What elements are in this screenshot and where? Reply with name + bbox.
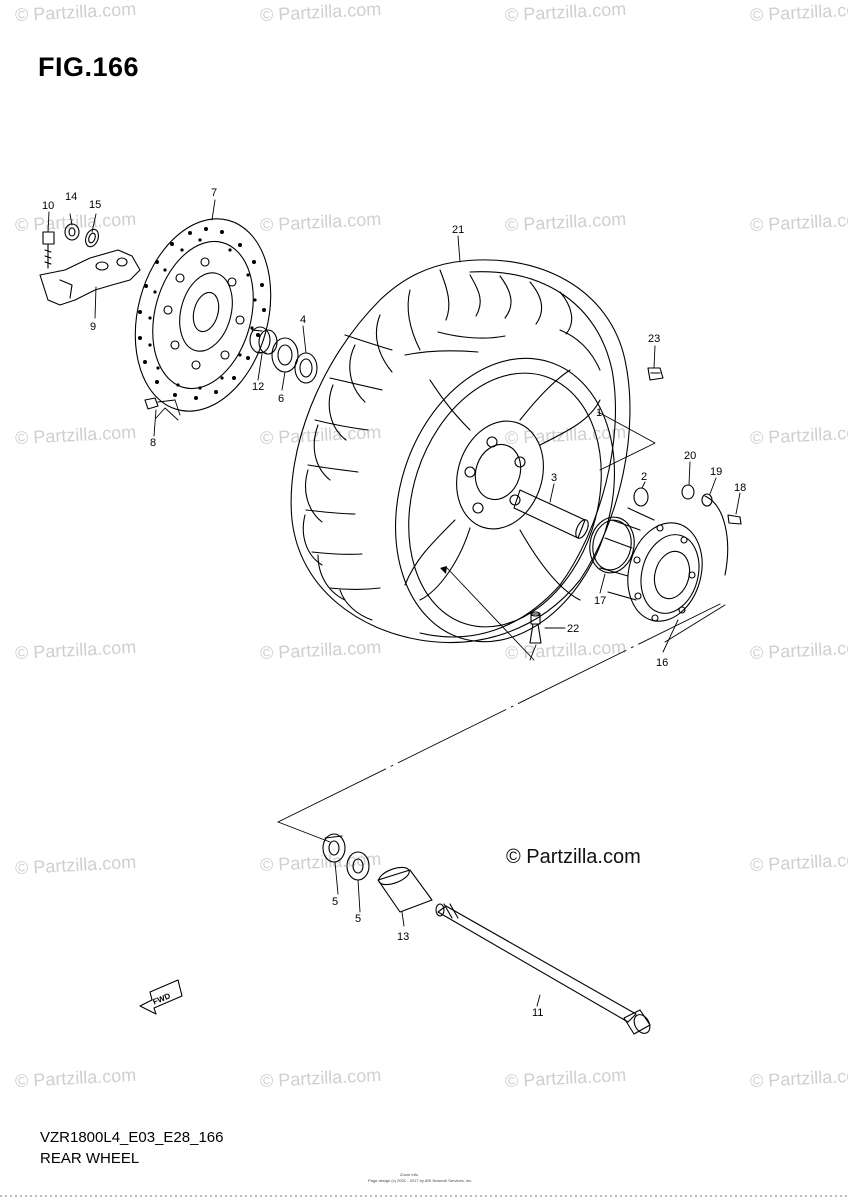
- callout-17: 17: [594, 595, 606, 607]
- brand-mark: © Partzilla.com: [506, 846, 641, 868]
- bottom-divider: [0, 1195, 848, 1197]
- callout-14: 14: [65, 191, 77, 203]
- bearing-part-4[interactable]: [294, 352, 318, 384]
- callout-20: 20: [684, 450, 696, 462]
- washer-part-15[interactable]: [83, 227, 100, 248]
- rear-tire[interactable]: [290, 259, 631, 643]
- plate-part-20[interactable]: [681, 484, 695, 500]
- sleeve-part-13[interactable]: [377, 864, 433, 913]
- brake-disc[interactable]: [115, 204, 291, 427]
- callout-9: 9: [90, 321, 96, 333]
- callout-11: 11: [532, 1007, 543, 1019]
- footer-copyright: Page design (c) 2001 - 2017 by ARI Netwo…: [368, 1178, 473, 1183]
- air-valve-part-22[interactable]: [529, 611, 542, 644]
- spacer-part-3[interactable]: [513, 489, 591, 540]
- callout-15: 15: [89, 199, 101, 211]
- callout-5-left: 5: [332, 896, 338, 908]
- valve-hole: [440, 566, 447, 574]
- callout-23: 23: [648, 333, 660, 345]
- callout-3: 3: [551, 472, 557, 484]
- callout-7: 7: [211, 187, 217, 199]
- leader-lines: [47, 199, 741, 1007]
- callout-labels: 10 14 15 7 9 8 12 6 4 21 23 1 2 3 20 19 …: [42, 187, 746, 1019]
- callout-1: 1: [596, 407, 602, 419]
- section-name: REAR WHEEL: [40, 1150, 140, 1167]
- damper-part-2[interactable]: [633, 487, 649, 507]
- fwd-arrow-icon: [139, 979, 183, 1015]
- bolt-part-10[interactable]: [42, 231, 55, 269]
- bearing-part-5-right[interactable]: [346, 851, 370, 881]
- callout-4: 4: [300, 314, 306, 326]
- callout-2: 2: [641, 471, 647, 483]
- nut-part-14[interactable]: [64, 223, 80, 241]
- callout-19: 19: [710, 466, 722, 478]
- figure-title: FIG.166: [38, 52, 140, 82]
- callout-12: 12: [252, 381, 264, 393]
- caliper-bracket[interactable]: [39, 249, 141, 306]
- bearing-part-5-left[interactable]: [322, 833, 346, 863]
- callout-18: 18: [734, 482, 746, 494]
- rear-axle-part-11[interactable]: [435, 903, 653, 1036]
- hub-part-16[interactable]: [599, 507, 713, 630]
- bolt-part-8[interactable]: [144, 397, 176, 410]
- footer-zoom-info: Zoom Info: [400, 1172, 419, 1177]
- callout-5-right: 5: [355, 913, 361, 925]
- nut-part-23[interactable]: [647, 367, 664, 381]
- wheel-rim[interactable]: [360, 330, 649, 671]
- callout-13: 13: [397, 931, 409, 943]
- callout-16: 16: [656, 657, 668, 669]
- callout-8: 8: [150, 437, 156, 449]
- model-code: VZR1800L4_E03_E28_166: [40, 1129, 224, 1146]
- callout-22: 22: [567, 623, 579, 635]
- circlip-part-19[interactable]: [701, 493, 729, 576]
- callout-6: 6: [278, 393, 284, 405]
- bolt-part-18[interactable]: [727, 514, 742, 525]
- callout-10: 10: [42, 200, 54, 212]
- bearing-part-6[interactable]: [271, 337, 299, 373]
- callout-21: 21: [452, 224, 464, 236]
